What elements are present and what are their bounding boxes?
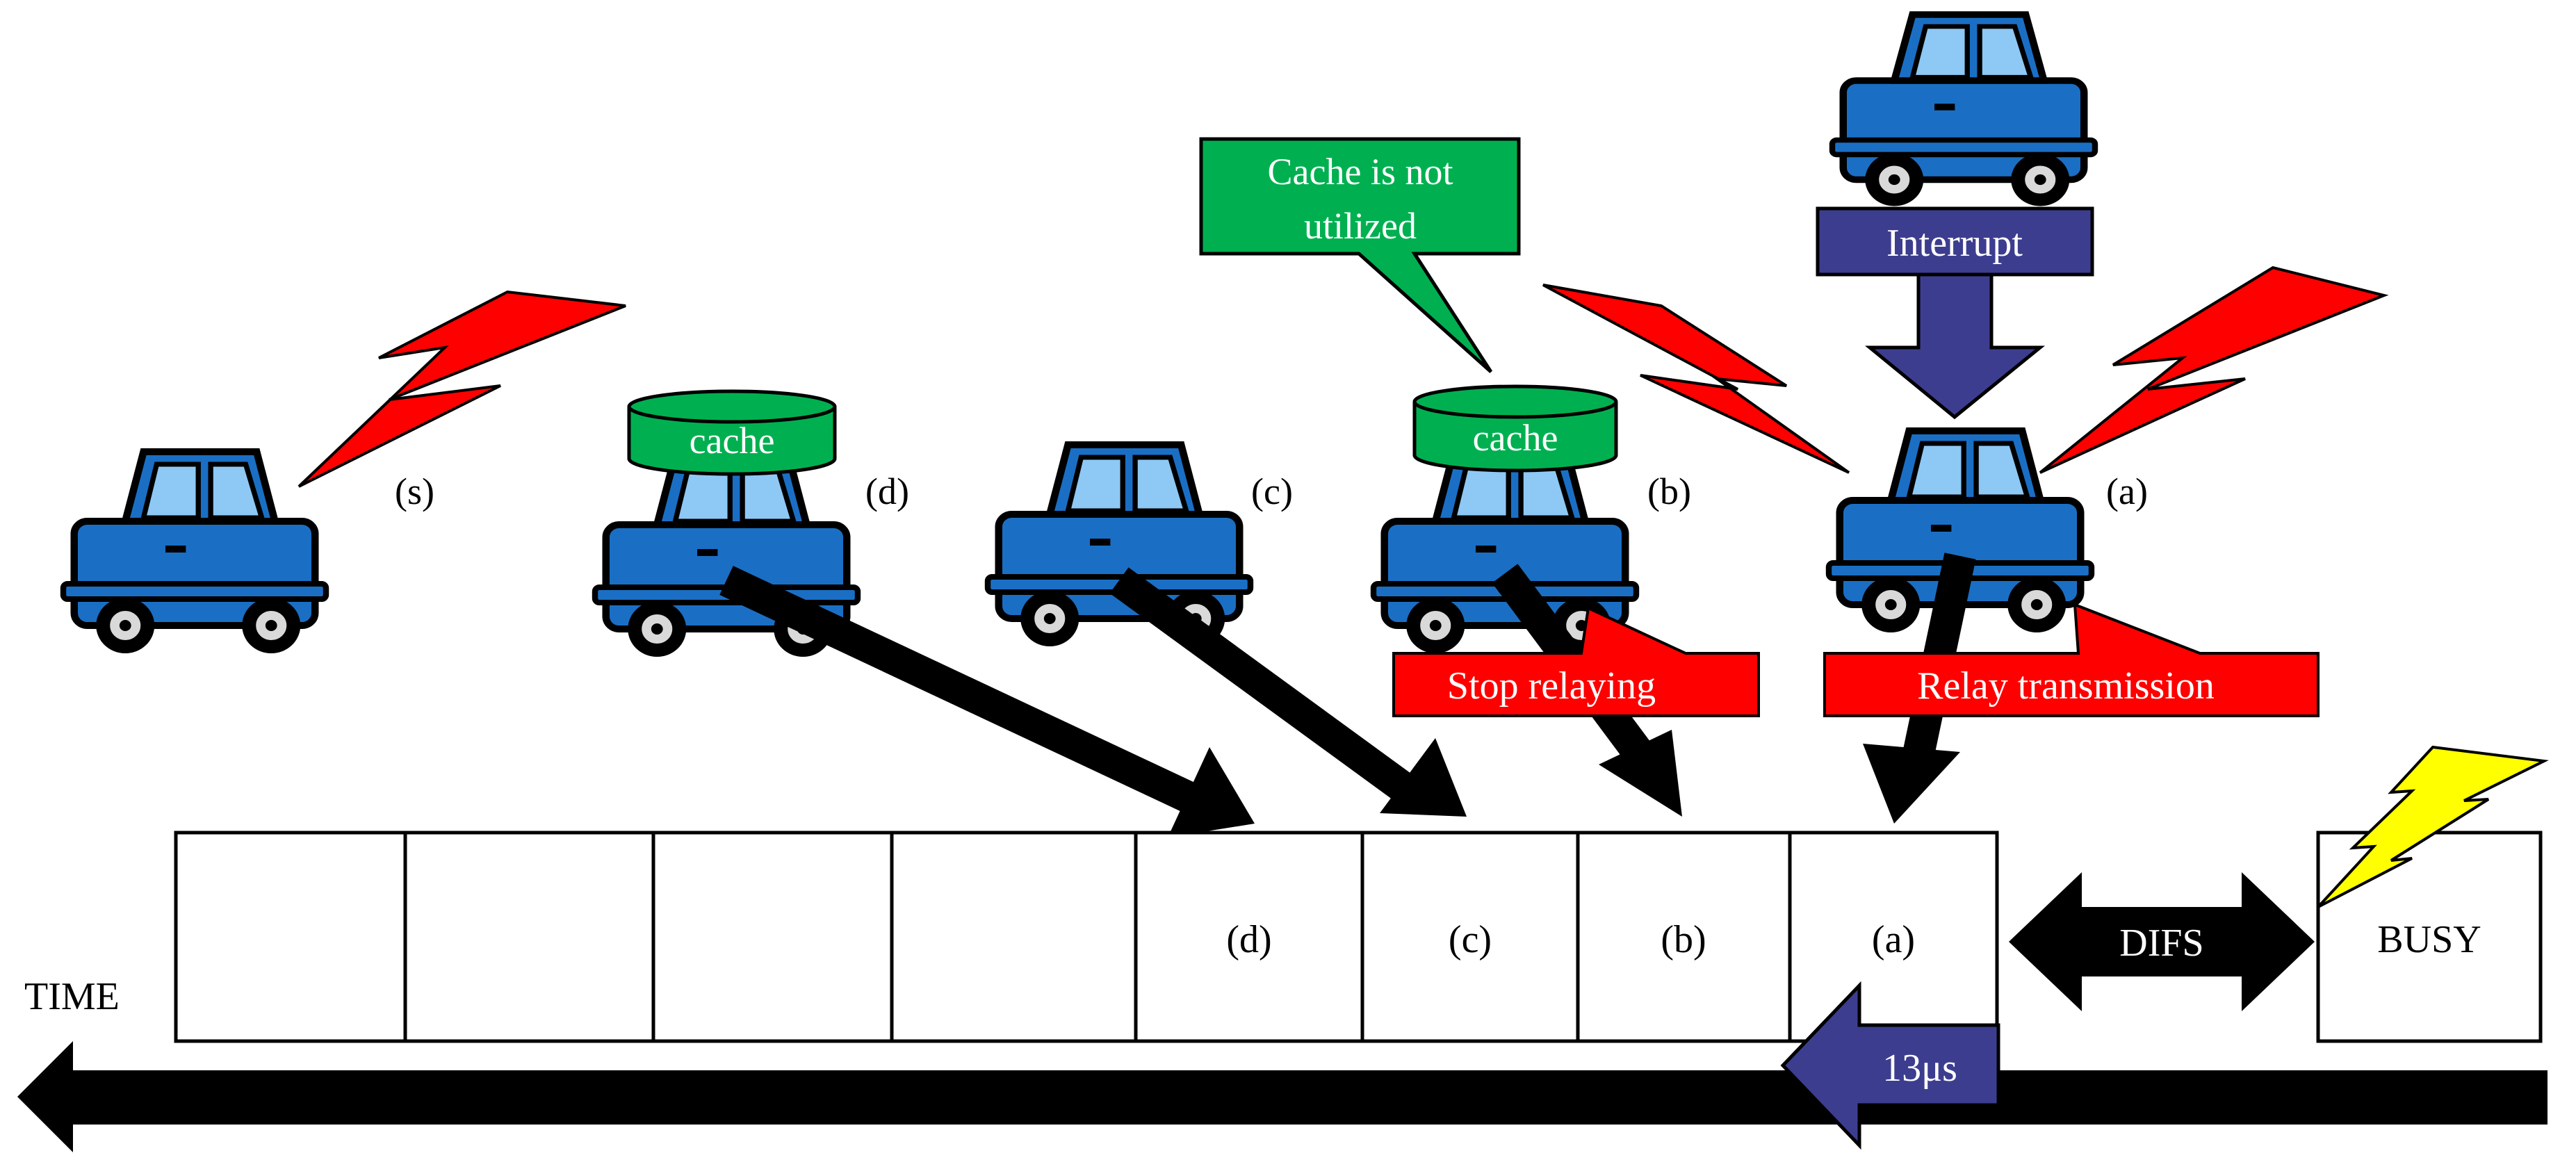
relay-transmission-banner: Relay transmission [1823, 602, 2320, 717]
timeline-slots: (d) (c) (b) (a) [174, 831, 1999, 1043]
vehicle-s: (s) [63, 452, 434, 653]
vehicle-b: (b) [1373, 452, 1691, 653]
vehicle-c: (c) [988, 445, 1293, 646]
difs-arrow: DIFS [2009, 872, 2315, 1011]
yellow-bolt-icon [2317, 745, 2549, 908]
signal-bolt-a-left [1542, 284, 1850, 474]
cache-b: cache [1412, 384, 1618, 473]
signal-bolt-s [297, 290, 626, 488]
vehicle-label-d: (d) [865, 471, 909, 512]
time-label: TIME [24, 975, 120, 1018]
slot-label-c: (c) [1449, 918, 1492, 961]
busy-label: BUSY [2377, 918, 2481, 961]
interrupt-arrow: Interrupt [1816, 206, 2094, 420]
slot-label-b: (b) [1661, 918, 1706, 961]
time-arrow [17, 1041, 2548, 1152]
difs-label: DIFS [2119, 922, 2203, 965]
cache-label-b: cache [1473, 417, 1558, 459]
callout-line-2: utilized [1304, 205, 1417, 247]
vehicle-a: (a) [1829, 431, 2148, 632]
vehicle-label-a: (a) [2106, 471, 2148, 512]
cache-d: cache [627, 389, 837, 476]
signal-bolt-a-right [2039, 265, 2389, 474]
slot-time-label: 13μs [1882, 1047, 1957, 1090]
callout-cache-not-utilized: Cache is not utilized [1199, 137, 1521, 373]
vehicle-label-c: (c) [1251, 471, 1293, 512]
vehicle-label-b: (b) [1647, 471, 1691, 512]
busy-box: BUSY [2316, 831, 2543, 1043]
stop-relaying-label: Stop relaying [1447, 664, 1656, 708]
vehicle-d: (d) [595, 455, 909, 657]
vehicle-interrupter [1832, 15, 2095, 206]
slot-label-d: (d) [1226, 918, 1271, 961]
slot-label-a: (a) [1872, 918, 1915, 961]
vehicle-label-s: (s) [395, 471, 434, 512]
callout-line-1: Cache is not [1268, 151, 1453, 193]
interrupt-label: Interrupt [1886, 222, 2023, 265]
slot-time-arrow: 13μs [1780, 981, 2000, 1150]
stop-relaying-banner: Stop relaying [1392, 606, 1760, 717]
arrow-d-to-slot [719, 566, 1255, 837]
relay-transmission-label: Relay transmission [1917, 664, 2215, 708]
cache-label-d: cache [690, 420, 775, 461]
arrow-c-to-slot [1109, 567, 1467, 817]
